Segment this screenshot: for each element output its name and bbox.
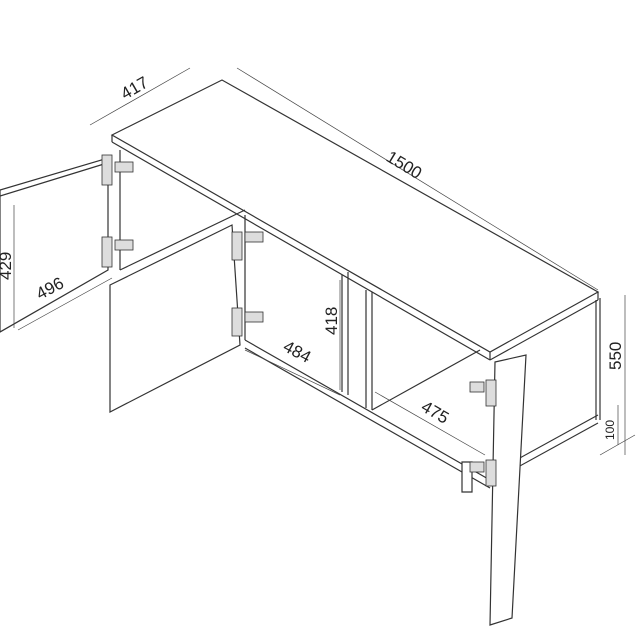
hinge-icon bbox=[231, 231, 264, 261]
hinge-icon bbox=[101, 154, 134, 186]
dim-middle-height: 418 bbox=[322, 307, 341, 335]
middle-door bbox=[109, 224, 241, 413]
dim-depth: 417 bbox=[118, 73, 152, 104]
dim-left-height: 429 bbox=[0, 252, 15, 280]
right-door bbox=[489, 354, 527, 626]
hinge-icon bbox=[469, 379, 497, 407]
dim-right-width: 475 bbox=[418, 397, 452, 428]
hinge-icon bbox=[231, 307, 264, 337]
hinge-icon bbox=[469, 459, 497, 487]
hinge-icon bbox=[101, 236, 134, 268]
dim-total-height: 550 bbox=[606, 342, 625, 370]
dim-leg-height: 100 bbox=[603, 420, 617, 440]
left-door bbox=[0, 157, 109, 333]
